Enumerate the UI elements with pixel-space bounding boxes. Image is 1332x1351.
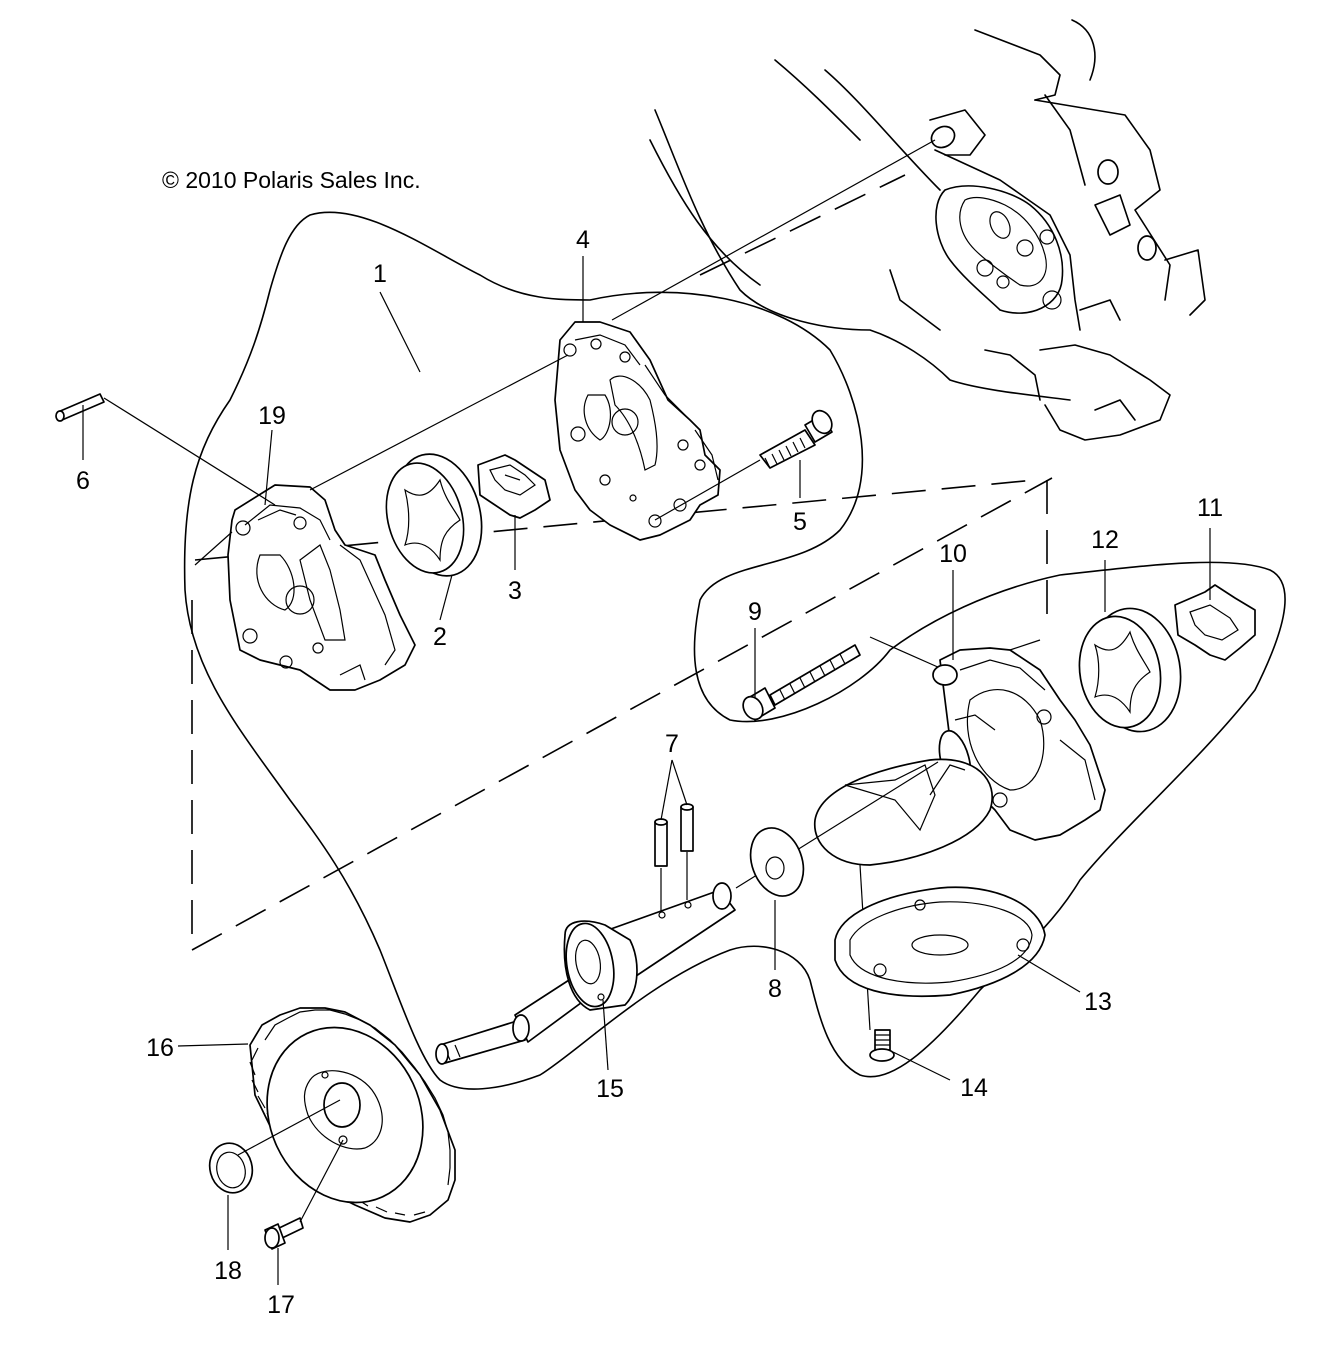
callout-12: 12 xyxy=(1091,526,1119,554)
part-12-outer-rotor xyxy=(1078,607,1182,733)
leader-crankcase-to-4 xyxy=(611,139,936,321)
crankcase-housing xyxy=(649,19,1206,441)
callout-14: 14 xyxy=(960,1074,988,1102)
callout-leaders xyxy=(82,256,1211,1285)
part-5-bolt xyxy=(654,409,833,521)
callout-4: 4 xyxy=(576,226,590,254)
part-9-long-bolt xyxy=(742,636,941,721)
part-16-gear xyxy=(249,1007,456,1223)
callout-1: 1 xyxy=(373,260,387,288)
callout-19: 19 xyxy=(258,402,286,430)
callout-5: 5 xyxy=(793,508,807,536)
callout-16: 16 xyxy=(146,1034,174,1062)
part-2-outer-rotor xyxy=(385,453,483,577)
callout-8: 8 xyxy=(768,975,782,1003)
callout-7: 7 xyxy=(665,730,679,758)
callout-17: 17 xyxy=(267,1291,295,1319)
callout-9: 9 xyxy=(748,598,762,626)
callout-13: 13 xyxy=(1084,988,1112,1016)
part-3-inner-rotor xyxy=(477,454,551,519)
part-18-washer xyxy=(208,1099,341,1194)
part-19-pump-body xyxy=(227,484,416,691)
copyright-text: © 2010 Polaris Sales Inc. xyxy=(162,167,421,193)
leader-10-top xyxy=(1009,639,1041,651)
part-11-inner-rotor xyxy=(1174,584,1256,661)
part-6-dowel-pin xyxy=(55,393,276,506)
callout-6: 6 xyxy=(76,467,90,495)
part-13-cover xyxy=(834,886,1046,998)
part-8-washer xyxy=(749,827,805,897)
part-4-pump-cover xyxy=(554,321,721,541)
part-7-pins xyxy=(654,803,694,912)
callout-18: 18 xyxy=(214,1257,242,1285)
leader-19-to-4 xyxy=(309,354,569,491)
callout-2: 2 xyxy=(433,623,447,651)
part-17-bolt xyxy=(264,1139,344,1250)
callout-11: 11 xyxy=(1197,494,1223,522)
callout-10: 10 xyxy=(939,540,967,568)
leader-19-pin xyxy=(194,531,233,566)
assembly-outline-1 xyxy=(183,211,1286,1090)
callout-labels: 1 2 3 4 5 6 7 8 9 10 11 12 13 14 15 16 1… xyxy=(76,226,1223,1319)
part-14-screw xyxy=(869,1029,895,1062)
callout-3: 3 xyxy=(508,577,522,605)
callout-15: 15 xyxy=(596,1075,624,1103)
